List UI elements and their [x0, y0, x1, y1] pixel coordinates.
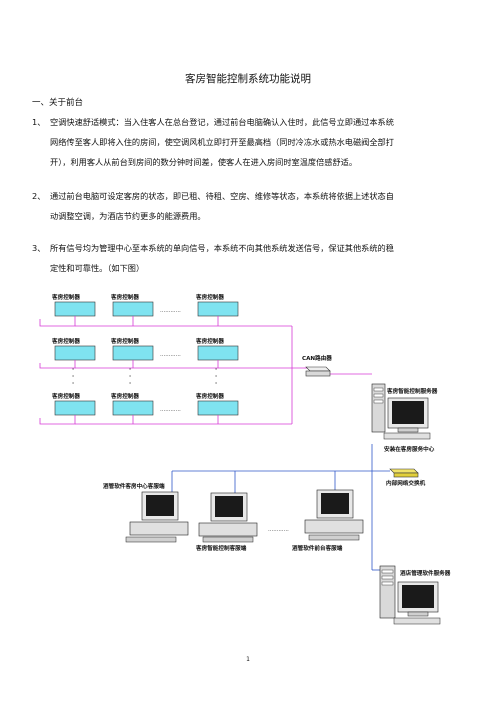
ellipsis-dots: …………: [160, 308, 181, 314]
server-label: 客房智能控制服务器: [386, 387, 438, 395]
client-computer-icon: [304, 489, 364, 541]
controller-box: [112, 345, 154, 361]
vertical-dots: ·: [215, 367, 217, 373]
network-switch-icon: [389, 468, 419, 478]
controller-box: [54, 400, 96, 416]
controller-label: 客房控制器: [195, 337, 224, 345]
controller-label: 客房控制器: [195, 293, 224, 301]
router-label: CAN路由器: [302, 354, 332, 362]
vertical-dots: ·: [215, 374, 217, 380]
controller-label: 客房控制器: [51, 337, 80, 345]
item-text-line: 动调整空调，为酒店节约更多的能源费用。: [50, 211, 206, 221]
ellipsis-dots: …………: [268, 527, 289, 533]
item-text-line: 所有信号均为管理中心至本系统的单向信号，本系统不向其他系统发送信号，保证其他系统…: [50, 243, 394, 253]
vertical-dots: ·: [129, 367, 131, 373]
client-computer-icon: [125, 491, 189, 543]
switch-label: 内部网络交换机: [386, 479, 426, 487]
can-router-icon: [305, 366, 331, 377]
client-computer-icon: [198, 492, 258, 543]
item-number: 2、: [32, 191, 46, 201]
service-center-label: 安装在客房服务中心: [384, 445, 435, 453]
vertical-dots: ·: [215, 381, 217, 387]
controller-box: [112, 301, 154, 317]
controller-label: 客房控制器: [195, 392, 224, 400]
controller-label: 客房控制器: [51, 293, 80, 301]
server-computer-icon: [371, 383, 431, 440]
ellipsis-dots: …………: [160, 407, 181, 413]
item-text-line: 开），利用客人从前台到房间的数分钟时间差，使客人在进入房间时室温度倍感舒适。: [50, 157, 358, 167]
controller-label: 客房控制器: [110, 337, 139, 345]
hotel-server-label: 酒店管理软件服务器: [400, 569, 451, 577]
controller-label: 客房控制器: [110, 293, 139, 301]
item-text-line: 空调快速舒适模式：当入住客人在总台登记，通过前台电脑确认入住时，此信号立即通过本…: [50, 117, 394, 127]
item-text-line: 通过前台电脑可设定客房的状态，即已租、待租、空房、维修等状态，本系统将依据上述状…: [50, 191, 394, 201]
vertical-dots: ·: [72, 374, 74, 380]
controller-box: [112, 400, 154, 416]
hotel-server-icon: [379, 565, 441, 625]
controller-label: 客房控制器: [51, 392, 80, 400]
item-number: 1、: [32, 117, 46, 127]
controller-box: [54, 345, 96, 361]
housekeeping-client-label: 酒管软件客房中心客服端: [103, 482, 165, 490]
controller-box: [197, 345, 239, 361]
ellipsis-dots: …………: [160, 352, 181, 358]
vertical-dots: ·: [129, 374, 131, 380]
controller-label: 客房控制器: [110, 392, 139, 400]
vertical-dots: ·: [72, 381, 74, 387]
page-number: 1: [246, 656, 250, 663]
vertical-dots: ·: [129, 381, 131, 387]
item-text-line: 网络传至客人即将入住的房间，使空调风机立即打开至最高档（同时冷冻水或热水电磁阀全…: [50, 137, 394, 147]
section-heading: 一、关于前台: [32, 98, 84, 108]
controller-box: [197, 400, 239, 416]
item-text-line: 定性和可靠性。（如下图）: [50, 263, 145, 273]
vertical-dots: ·: [72, 367, 74, 373]
item-number: 3、: [32, 243, 46, 253]
can-bus-lines: [39, 316, 372, 425]
document-title: 客房智能控制系统功能说明: [185, 73, 311, 85]
controller-box: [197, 301, 239, 317]
smart-client-label: 客房智能控制客服端: [195, 544, 247, 552]
controller-box: [54, 301, 96, 317]
front-desk-client-label: 酒管软件前台客服端: [292, 544, 343, 552]
